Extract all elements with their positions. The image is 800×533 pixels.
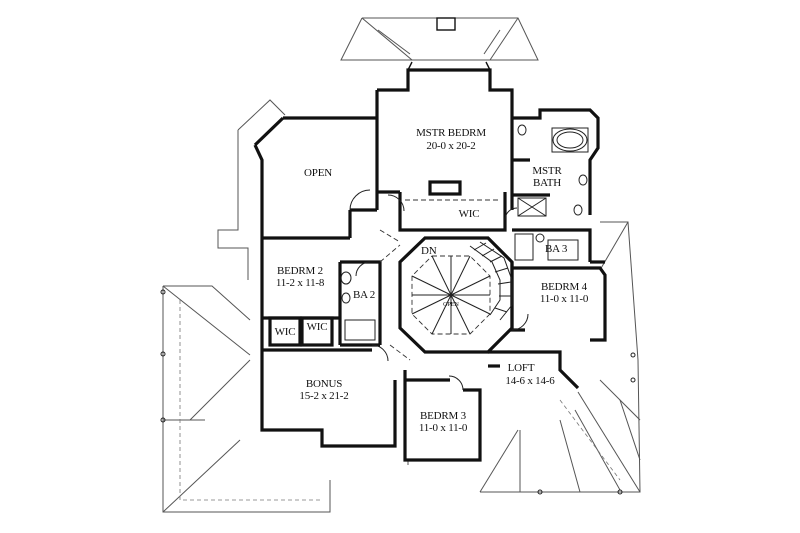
bedrm3-size: 11-0 x 11-0 bbox=[419, 422, 468, 434]
wic-master-name: WIC bbox=[459, 208, 480, 220]
wic-right-name: WIC bbox=[307, 321, 328, 333]
bedrm4-name: BEDRM 4 bbox=[541, 281, 588, 293]
ba2-name: BA 2 bbox=[353, 289, 375, 301]
roof-outlines bbox=[160, 17, 641, 513]
bedrm4-size: 11-0 x 11-0 bbox=[540, 293, 589, 305]
bonus-size: 15-2 x 21-2 bbox=[299, 390, 348, 402]
mstr-bath-name-1: MSTR bbox=[532, 165, 562, 177]
walls bbox=[253, 61, 607, 462]
open-upper-name: OPEN bbox=[304, 167, 332, 179]
bedrm2-name: BEDRM 2 bbox=[277, 265, 323, 277]
bedrm2-size: 11-2 x 11-8 bbox=[276, 277, 325, 289]
ba3-name: BA 3 bbox=[545, 243, 568, 255]
open-center-name: OPEN bbox=[443, 302, 459, 308]
bonus-name: BONUS bbox=[306, 378, 342, 390]
mstr-bedrm-name: MSTR BEDRM bbox=[416, 127, 486, 139]
mstr-bedrm-size: 20-0 x 20-2 bbox=[426, 140, 475, 152]
bedrm3-name: BEDRM 3 bbox=[420, 410, 467, 422]
stair-down-label: DN bbox=[421, 245, 437, 257]
loft-name: LOFT bbox=[508, 362, 535, 374]
fixtures bbox=[261, 124, 606, 461]
loft-size: 14-6 x 14-6 bbox=[505, 375, 555, 387]
open-below-star bbox=[411, 255, 491, 335]
wic-left-name: WIC bbox=[275, 326, 296, 338]
stair bbox=[469, 241, 513, 321]
mstr-bath-name-2: BATH bbox=[533, 177, 561, 189]
room-labels: MSTR BEDRM 20-0 x 20-2 MSTR BATH OPEN WI… bbox=[275, 127, 589, 434]
